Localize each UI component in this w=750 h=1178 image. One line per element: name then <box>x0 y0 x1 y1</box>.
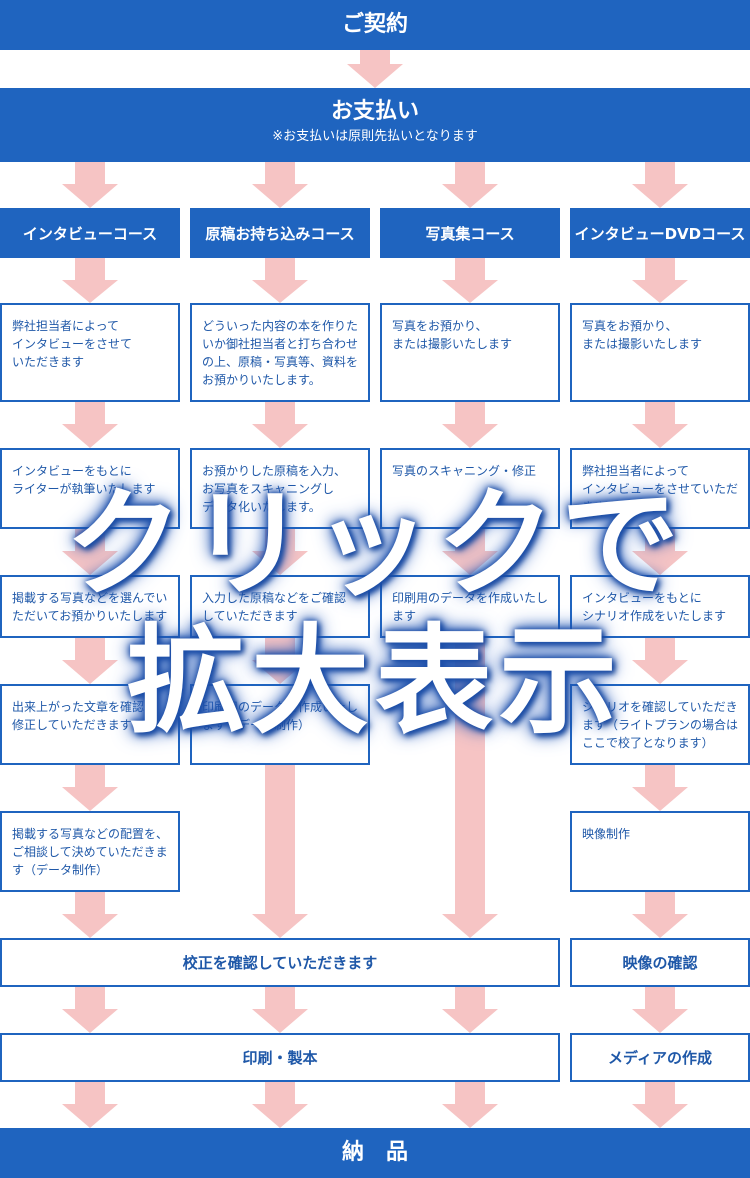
arrow-payment-col1 <box>62 162 118 208</box>
course-dvd-header: インタビューDVDコース <box>570 208 750 258</box>
step-contract: ご契約 <box>0 0 750 50</box>
media-creation-box: メディアの作成 <box>570 1033 750 1082</box>
arrow-payment-col2 <box>252 162 308 208</box>
course-title: 写真集コース <box>425 224 515 243</box>
step-payment-note: ※お支払いは原則先払いとなります <box>272 129 478 144</box>
arrow-payment-col4 <box>632 162 688 208</box>
step-payment-label: お支払い <box>330 99 419 124</box>
course-title: 原稿お持ち込みコース <box>205 224 355 243</box>
step-box: どういった内容の本を作りたいか御社担当者と打ち合わせの上、原稿・写真等、資料をお… <box>190 303 370 402</box>
print-binding-box: 印刷・製本 <box>0 1033 560 1082</box>
step-box: お預かりした原稿を入力、 お写真をスキャニングし データ化いたします。 <box>190 448 370 529</box>
step-box: 印刷用のデータを作成いたします <box>380 575 560 638</box>
step-box: 写真をお預かり、 または撮影いたします <box>380 303 560 402</box>
step-contract-label: ご契約 <box>341 12 408 37</box>
step-box: 入力した原稿などをご確認していただきます <box>190 575 370 638</box>
step-box: 掲載する写真などを選んでいただいてお預かりいたします <box>0 575 180 638</box>
step-box: 弊社担当者によって インタビューをさせて いただきます <box>0 303 180 402</box>
step-box: インタビューをもとに シナリオ作成をいたします <box>570 575 750 638</box>
arrow-payment-col3 <box>442 162 498 208</box>
course-photobook-header: 写真集コース <box>380 208 560 258</box>
step-payment: お支払い ※お支払いは原則先払いとなります <box>0 88 750 162</box>
step-box: 弊社担当者によって インタビューをさせていただきます <box>570 448 750 529</box>
step-box: 映像制作 <box>570 811 750 892</box>
course-interview-header: インタビューコース <box>0 208 180 258</box>
step-box: 出来上がった文章を確認、 修正していただきます <box>0 684 180 765</box>
step-box: インタビューをもとに ライターが執筆いたします <box>0 448 180 529</box>
step-box: 印刷用のデータを作成いたします（データ制作） <box>190 684 370 765</box>
course-title: インタビューDVDコース <box>574 224 746 243</box>
course-title: インタビューコース <box>22 224 158 243</box>
step-box: 写真のスキャニング・修正 <box>380 448 560 529</box>
arrow-contract-payment <box>347 50 403 88</box>
step-box: 写真をお預かり、 または撮影いたします <box>570 303 750 402</box>
video-check-box: 映像の確認 <box>570 938 750 987</box>
proof-check-box: 校正を確認していただきます <box>0 938 560 987</box>
course-manuscript-header: 原稿お持ち込みコース <box>190 208 370 258</box>
step-box: 掲載する写真などの配置を、 ご相談して決めていただきます（データ制作） <box>0 811 180 892</box>
step-delivery: 納 品 <box>0 1128 750 1178</box>
step-box: シナリオを確認していただきます（ライトプランの場合はここで校了となります） <box>570 684 750 765</box>
step-delivery-label: 納 品 <box>341 1140 408 1165</box>
